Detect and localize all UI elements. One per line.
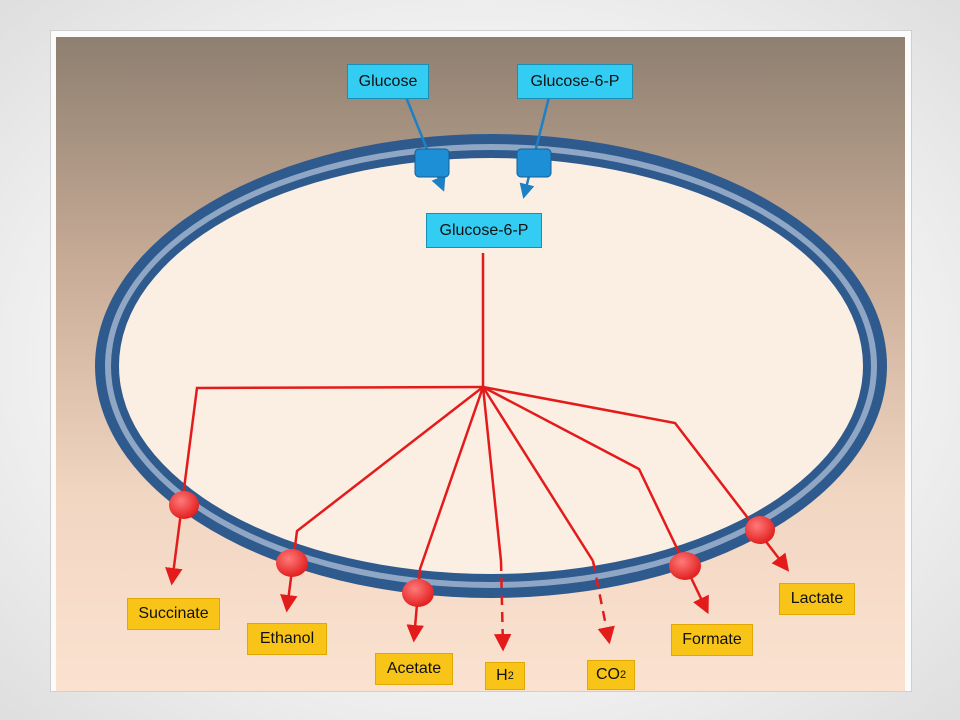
glucose-6-p-inner-label: Glucose-6-P	[426, 213, 542, 248]
transporter-icon	[516, 148, 552, 178]
cytoplasm	[119, 158, 863, 574]
h2-subscript: 2	[507, 670, 514, 682]
exporter-icon	[745, 516, 775, 544]
exporter-icon	[169, 491, 199, 519]
formate-label: Formate	[671, 624, 753, 656]
exporter-icon	[669, 552, 701, 580]
exporters	[169, 491, 775, 607]
slide-frame: Glucose Glucose-6-P Glucose-6-P Succinat…	[50, 30, 912, 692]
succinate-label: Succinate	[127, 598, 220, 630]
glucose-label: Glucose	[347, 64, 429, 99]
h2-base: H	[496, 667, 508, 684]
co2-base: CO	[595, 666, 620, 683]
lactate-label: Lactate	[779, 583, 855, 615]
exporter-icon	[402, 579, 434, 607]
co2-subscript: 2	[619, 669, 627, 681]
exporter-icon	[276, 549, 308, 577]
cell-membrane	[95, 134, 887, 598]
ethanol-label: Ethanol	[247, 623, 327, 655]
glucose-6-p-outer-label: Glucose-6-P	[517, 64, 633, 99]
transporter-icon	[414, 148, 450, 178]
fermentation-diagram	[56, 37, 905, 691]
acetate-label: Acetate	[375, 653, 453, 685]
